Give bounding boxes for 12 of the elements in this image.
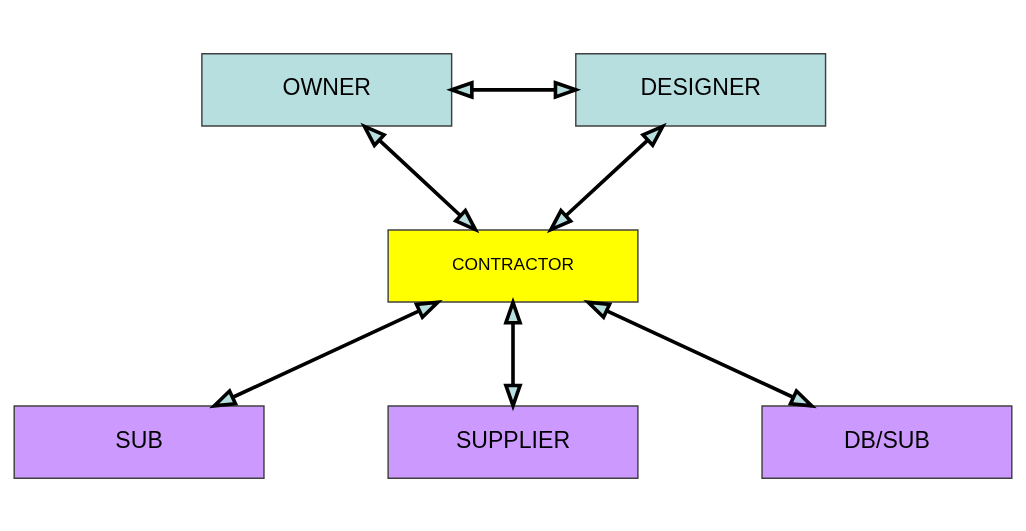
node-box: SUPPLIER (387, 404, 639, 479)
arrow (583, 299, 817, 408)
arrow (209, 299, 443, 408)
node-box: CONTRACTOR (387, 228, 639, 303)
node-box: OWNER (201, 52, 453, 127)
arrow (360, 122, 480, 233)
arrow (446, 79, 582, 99)
node-box: SUB (13, 404, 265, 479)
arrow (503, 296, 523, 411)
arrow (546, 122, 667, 233)
node-box: DESIGNER (575, 52, 827, 127)
node-box: DB/SUB (761, 404, 1013, 479)
